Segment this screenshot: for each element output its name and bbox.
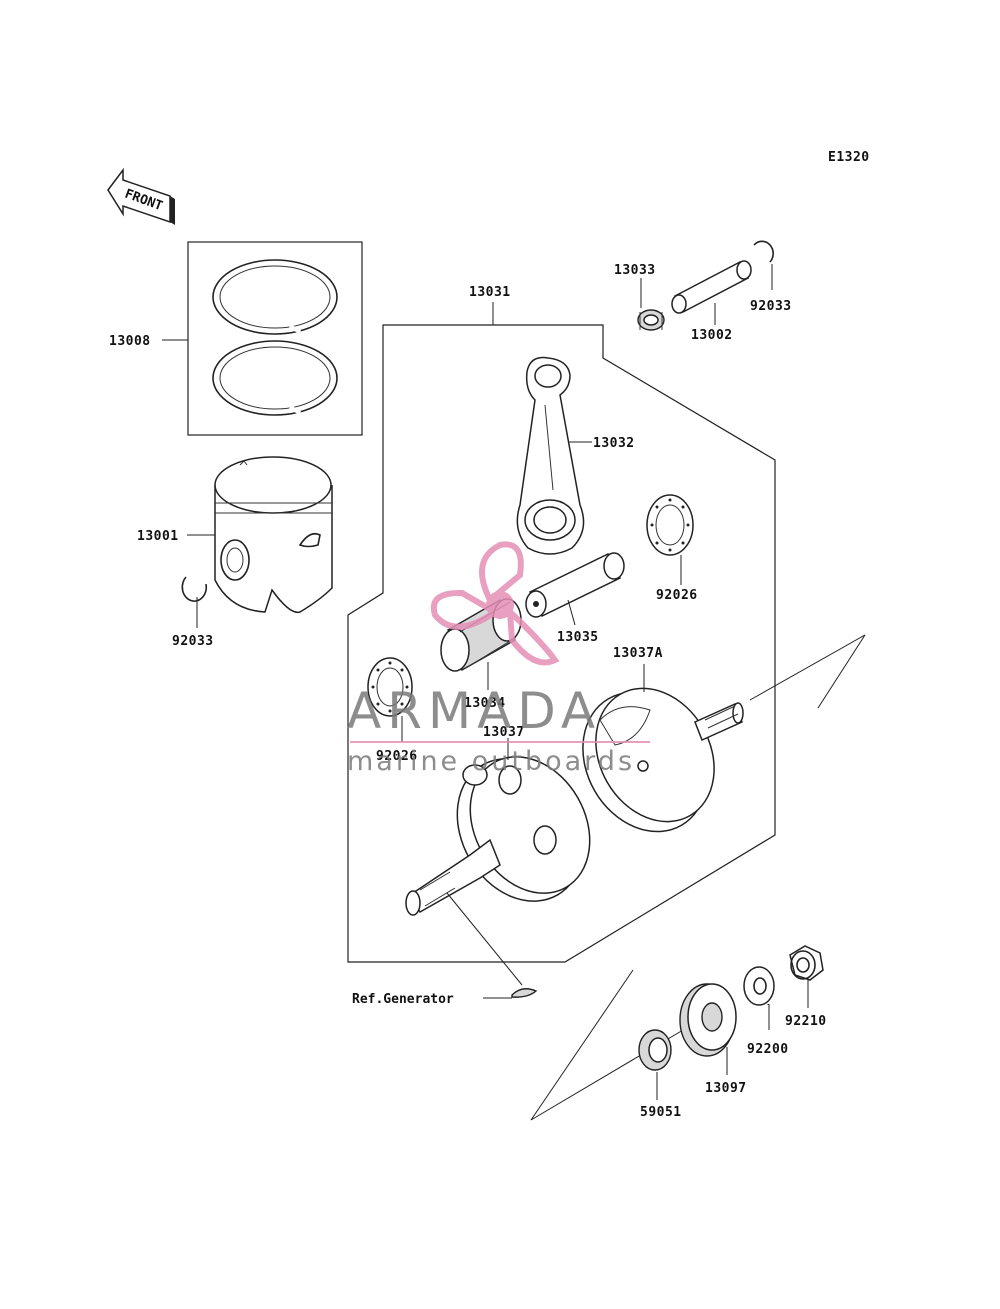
label-13001: 13001 <box>137 529 179 544</box>
flange-nut <box>789 945 824 981</box>
watermark-tagline: marine outboards <box>347 746 635 777</box>
label-92033-pin: 92033 <box>750 299 792 314</box>
circlip-pin <box>753 240 774 263</box>
diagram-code: E1320 <box>828 150 870 165</box>
label-13034: 13034 <box>464 696 506 711</box>
label-13008: 13008 <box>109 334 151 349</box>
ref-generator-label: Ref.Generator <box>352 992 454 1007</box>
small-needle-bearing <box>637 309 665 331</box>
piston-ring-set <box>187 241 363 436</box>
label-92026-left: 92026 <box>376 749 418 764</box>
crank-axis-guide <box>749 634 866 709</box>
label-13097: 13097 <box>705 1081 747 1096</box>
connecting-rod <box>516 356 585 555</box>
label-92210: 92210 <box>785 1014 827 1029</box>
label-13035: 13035 <box>557 630 599 645</box>
thrust-washer-left <box>367 657 413 717</box>
label-92026-right: 92026 <box>656 588 698 603</box>
plain-washer <box>743 966 775 1006</box>
piston <box>214 456 333 614</box>
circlip-piston <box>181 576 208 602</box>
armada-logo-icon <box>430 541 560 666</box>
gear-needle-bearing <box>638 1029 672 1071</box>
gear-axis-guide <box>530 969 701 1121</box>
watermark: ARMADA marine outboards <box>347 541 650 777</box>
label-13033: 13033 <box>614 263 656 278</box>
crankshaft-assembly-frame <box>347 324 776 963</box>
label-59051: 59051 <box>640 1105 682 1120</box>
woodruff-key <box>511 988 538 998</box>
piston-pin <box>671 260 752 314</box>
label-92033-piston: 92033 <box>172 634 214 649</box>
thrust-washer-right <box>646 494 694 556</box>
label-13037: 13037 <box>483 725 525 740</box>
crank-pin <box>525 552 625 618</box>
crank-half-right <box>582 687 744 833</box>
label-92200: 92200 <box>747 1042 789 1057</box>
label-13031: 13031 <box>469 285 511 300</box>
label-13002: 13002 <box>691 328 733 343</box>
front-arrow-icon: FRONT <box>107 167 175 225</box>
watermark-brand: ARMADA <box>347 682 601 740</box>
label-13032: 13032 <box>593 436 635 451</box>
label-13037A: 13037A <box>613 646 663 661</box>
crank-half-left <box>405 756 591 916</box>
primary-gear <box>679 983 737 1057</box>
